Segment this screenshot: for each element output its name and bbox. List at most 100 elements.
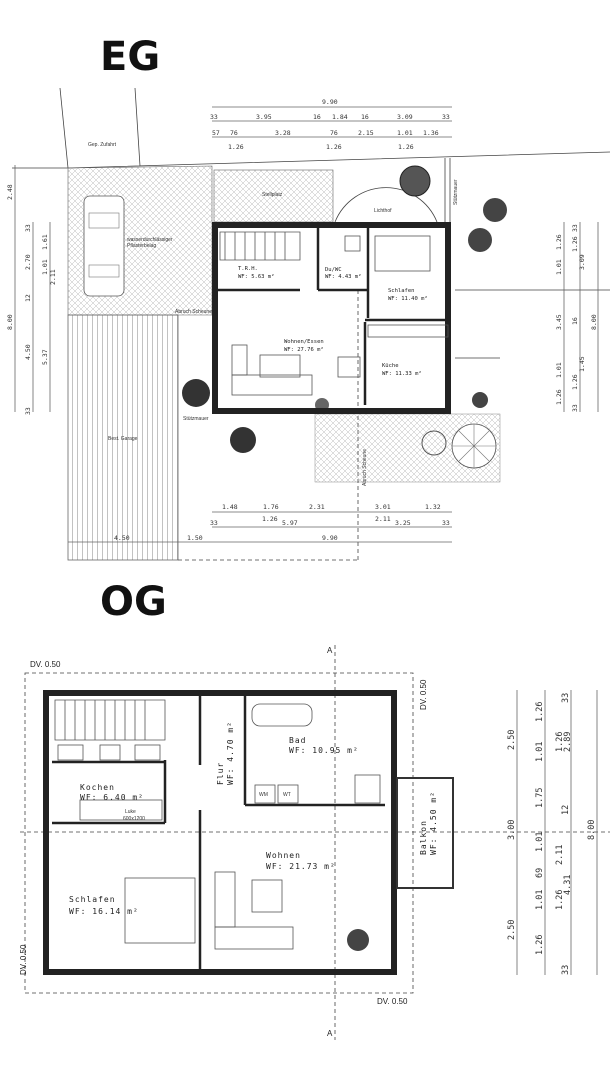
dim-label: 5.37 <box>41 349 49 365</box>
dim-label: 1.26 <box>535 935 545 955</box>
dim-label: 12 <box>24 294 32 302</box>
dim-label: 1.01 <box>535 742 545 762</box>
garage-label: Best. Garage <box>108 436 138 442</box>
section-mark: A <box>327 646 333 655</box>
dim-label: 16 <box>361 113 369 121</box>
demolition-label-left: Abruch Scheune <box>175 309 212 315</box>
dim-label: 1.50 <box>187 534 203 542</box>
appliance-label: WM <box>259 792 268 798</box>
dim-label: 1.26 <box>326 143 342 151</box>
dim-label: 1.26 <box>571 374 579 390</box>
hatch-label: Luke <box>125 809 136 815</box>
patio-table-icon <box>421 430 447 456</box>
room-area: WF: 11.40 m² <box>388 295 428 302</box>
hatch-size: 600x1200 <box>123 816 145 822</box>
dim-label: 33 <box>561 965 571 975</box>
shrub-icon <box>483 198 507 222</box>
room-area: WF: 11.33 m² <box>382 370 422 377</box>
room-name: Küche <box>382 363 399 369</box>
eg-building: T.R.H. WF: 5.63 m² Du/WC WF: 4.43 m² Sch… <box>212 222 451 414</box>
dim-label: 16 <box>313 113 321 121</box>
dim-label: 1.01 <box>397 129 413 137</box>
room-name: Flur <box>216 762 225 785</box>
shrub-icon <box>230 427 256 453</box>
dim-label: 1.26 <box>555 389 563 405</box>
dim-label: 1.01 <box>535 832 545 852</box>
room-area: WF: 27.76 m² <box>284 346 324 353</box>
room-name: Schlafen <box>388 288 415 294</box>
dim-label: 1.26 <box>398 143 414 151</box>
dim-label: 8.00 <box>587 820 597 840</box>
dim-label: 1.26 <box>571 236 579 252</box>
room-name: T.R.H. <box>238 266 258 272</box>
overhang-label: DV. 0.50 <box>377 997 408 1006</box>
dim-label: 2.48 <box>6 184 14 200</box>
dim-label: 2.50 <box>507 920 517 940</box>
bed-icon <box>124 877 196 944</box>
dim-label: 2.15 <box>358 129 374 137</box>
dim-label: 3.95 <box>256 113 272 121</box>
dim-label: 3.09 <box>578 254 586 270</box>
dim-label: 76 <box>230 129 238 137</box>
dim-label: 33 <box>442 519 450 527</box>
dim-label: 1.01 <box>555 259 563 275</box>
dim-label: 33 <box>571 224 579 232</box>
dim-label: 2.89 <box>563 732 573 752</box>
dim-label: 33 <box>24 407 32 415</box>
dim-label: 1.01 <box>535 890 545 910</box>
dim-label: 76 <box>330 129 338 137</box>
dim-label: 1.48 <box>222 503 238 511</box>
dim-label: 2.11 <box>49 269 57 285</box>
og-dimensions-right: 2.50 3.00 2.50 1.26 1.01 1.75 1.01 69 1.… <box>507 690 598 975</box>
dim-label: 33 <box>210 113 218 121</box>
room-name: Bad <box>289 736 306 745</box>
dim-label: 33 <box>561 693 571 703</box>
dim-label: 5.97 <box>282 519 298 527</box>
dim-label: 16 <box>571 317 579 325</box>
dryer-icon <box>277 784 299 804</box>
tree-icon <box>399 165 431 197</box>
demolition-label-bottom: Abruch Scheune <box>362 449 368 486</box>
room-area: WF: 10.95 m² <box>289 746 359 755</box>
room-area: WF: 4.70 m² <box>226 721 235 785</box>
dim-label: 2.11 <box>375 515 391 523</box>
dim-label: 33 <box>442 113 450 121</box>
room-area: WF: 6.40 m² <box>80 793 144 802</box>
appliance-label: WT <box>283 792 291 798</box>
retaining-wall-left-label: Stützmauer <box>183 416 209 422</box>
room-area: WF: 4.43 m² <box>325 273 361 280</box>
room-area: WF: 21.73 m² <box>266 862 336 871</box>
room-name: Kochen <box>80 783 115 792</box>
dim-label: 1.61 <box>41 234 49 250</box>
paving-label-1: wasserdurchlässiger <box>127 237 173 243</box>
og-overhang: DV. 0.50 DV. 0.50 DV. 0.50 DV. 0.50 A A <box>19 645 610 1040</box>
dim-label: 1.26 <box>262 515 278 523</box>
og-title: OG <box>100 579 167 625</box>
dim-label: 33 <box>210 519 218 527</box>
room-name: Schlafen <box>69 895 116 904</box>
eg-dimensions-left: 2.48 8.00 33 2.70 12 4.50 33 1.61 1.01 2… <box>6 165 57 415</box>
dim-label: 4.50 <box>24 344 32 360</box>
room-area: WF: 16.14 m² <box>69 907 139 916</box>
dim-label: 9.90 <box>322 98 338 106</box>
shrub-icon <box>468 228 492 252</box>
plant-icon <box>347 929 369 951</box>
room-name: Balkon <box>419 820 428 855</box>
lightwell-label: Lichthof <box>374 208 392 214</box>
shrub-icon <box>182 379 210 407</box>
dim-label: 1.75 <box>535 788 545 808</box>
overhang-label: DV. 0.50 <box>419 679 428 710</box>
retaining-wall-right-label: Stützmauer <box>453 179 459 205</box>
dim-label: 3.01 <box>375 503 391 511</box>
dim-label: 4.31 <box>563 875 573 895</box>
dim-label: 1.01 <box>41 259 49 275</box>
dim-label: 9.90 <box>322 534 338 542</box>
dim-label: 2.70 <box>24 254 32 270</box>
room-area: WF: 5.63 m² <box>238 273 274 280</box>
dim-label: 1.26 <box>228 143 244 151</box>
dim-label: 12 <box>561 805 571 815</box>
eg-dimensions-top: 9.90 33 3.95 16 1.84 16 3.09 33 57 76 3.… <box>210 98 452 151</box>
dim-label: 1.26 <box>535 702 545 722</box>
dim-label: 1.45 <box>578 356 586 372</box>
